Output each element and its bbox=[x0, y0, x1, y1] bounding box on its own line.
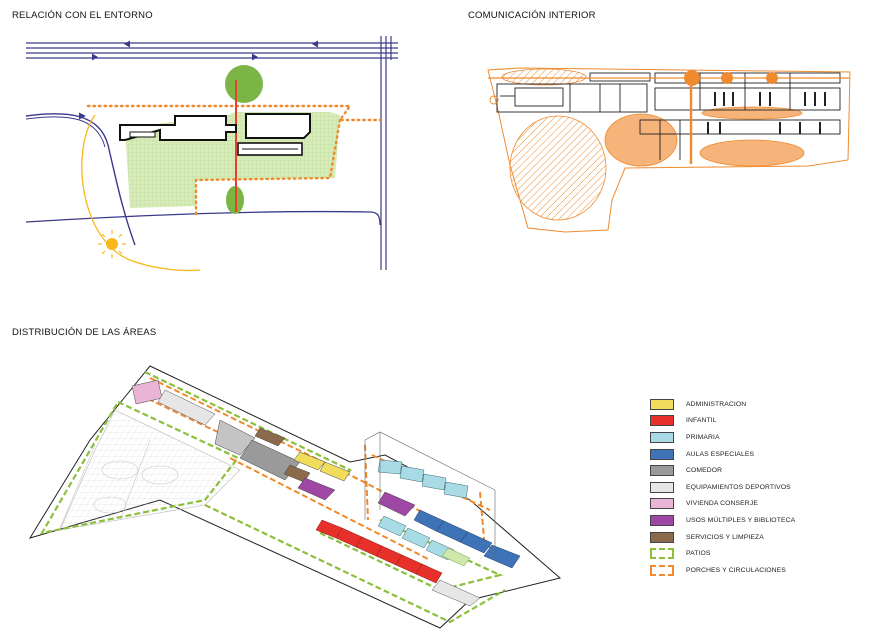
legend-label: USOS MÚLTIPLES Y BIBLIOTECA bbox=[686, 516, 796, 524]
legend-swatch bbox=[650, 548, 674, 560]
comedor bbox=[214, 419, 256, 456]
infantil-classrooms bbox=[315, 519, 443, 584]
legend-label: EQUIPAMIENTOS DEPORTIVOS bbox=[686, 483, 791, 491]
legend-item: PORCHES Y CIRCULACIONES bbox=[650, 562, 850, 579]
title-distribucion-areas: DISTRIBUCIÓN DE LAS ÁREAS bbox=[12, 327, 157, 338]
legend-label: ADMINISTRACION bbox=[686, 400, 747, 408]
legend-label: SERVICIOS Y LIMPIEZA bbox=[686, 533, 764, 541]
highway bbox=[26, 36, 398, 270]
legend-swatch bbox=[650, 564, 674, 576]
legend-swatch bbox=[650, 465, 674, 477]
legend-item: COMEDOR bbox=[650, 462, 850, 479]
legend-item: SERVICIOS Y LIMPIEZA bbox=[650, 529, 850, 546]
primaria-classrooms bbox=[377, 459, 469, 561]
site-boundary bbox=[86, 104, 382, 220]
courtyard-right bbox=[699, 139, 805, 167]
legend-swatch bbox=[650, 498, 674, 510]
legend-label: VIVIENDA CONSERJE bbox=[686, 500, 758, 508]
bottom-road bbox=[25, 210, 381, 226]
usos-multiples bbox=[297, 477, 336, 501]
legend-item: USOS MÚLTIPLES Y BIBLIOTECA bbox=[650, 512, 850, 529]
legend: ADMINISTRACION INFANTIL PRIMARIA AULAS ESPE… bbox=[650, 396, 850, 579]
title-relacion-entorno: RELACIÓN CON EL ENTORNO bbox=[12, 10, 153, 21]
servicios bbox=[254, 427, 286, 447]
sun-path bbox=[81, 114, 201, 272]
legend-label: INFANTIL bbox=[686, 417, 717, 425]
legend-item: VIVIENDA CONSERJE bbox=[650, 496, 850, 513]
courtyard-center bbox=[604, 113, 678, 167]
courtyard-top bbox=[501, 68, 587, 86]
legend-swatch bbox=[650, 514, 674, 526]
node-3 bbox=[766, 72, 778, 84]
legend-label: AULAS ESPECIALES bbox=[686, 450, 755, 458]
legend-item: ADMINISTRACION bbox=[650, 396, 850, 413]
courtyard-large bbox=[509, 115, 607, 221]
legend-item: INFANTIL bbox=[650, 413, 850, 430]
legend-swatch bbox=[650, 431, 674, 443]
legend-swatch bbox=[650, 531, 674, 543]
building-outline bbox=[119, 115, 237, 141]
legend-swatch bbox=[650, 398, 674, 410]
legend-item: EQUIPAMIENTOS DEPORTIVOS bbox=[650, 479, 850, 496]
legend-label: PATIOS bbox=[686, 550, 711, 558]
administracion bbox=[293, 451, 326, 471]
node-2 bbox=[721, 72, 733, 84]
legend-label: PORCHES Y CIRCULACIONES bbox=[686, 566, 786, 574]
legend-label: COMEDOR bbox=[686, 467, 723, 475]
sports-courts bbox=[59, 409, 241, 531]
tree-top bbox=[225, 65, 263, 103]
title-comunicacion-interior: COMUNICACIÓN INTERIOR bbox=[468, 10, 596, 21]
legend-swatch bbox=[650, 481, 674, 493]
curved-road bbox=[25, 113, 136, 246]
node-main bbox=[684, 70, 700, 86]
legend-item: PATIOS bbox=[650, 545, 850, 562]
legend-swatch bbox=[650, 415, 674, 427]
legend-label: PRIMARIA bbox=[686, 433, 720, 441]
legend-item: PRIMARIA bbox=[650, 429, 850, 446]
aulas-especiales bbox=[413, 509, 521, 569]
legend-item: AULAS ESPECIALES bbox=[650, 446, 850, 463]
legend-swatch bbox=[650, 448, 674, 460]
sun-icon bbox=[98, 230, 126, 258]
